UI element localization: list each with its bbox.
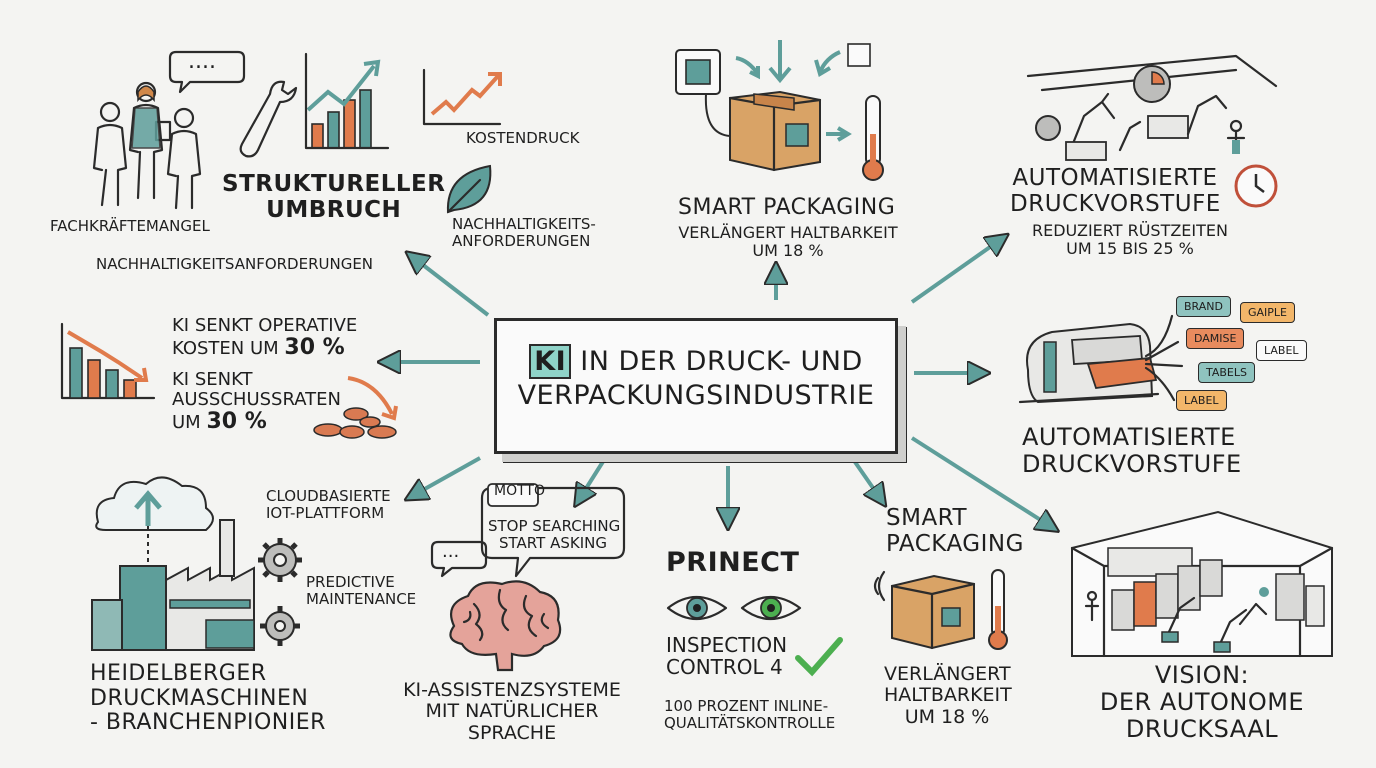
checkmark-icon bbox=[795, 637, 843, 677]
arrow-bottom-left bbox=[414, 456, 481, 495]
label-predictive: Predictive Maintenance bbox=[306, 573, 417, 608]
decline-chart-icon bbox=[60, 322, 156, 400]
tag-arrows bbox=[1144, 314, 1184, 402]
label-auto-top: Automatisierte Druckvorstufe bbox=[1010, 165, 1221, 217]
leaf-icon bbox=[446, 164, 492, 214]
label-smart-top-sub: Verlängert Haltbarkeit um 18 % bbox=[678, 223, 898, 260]
autonomous-hall-illustration bbox=[1070, 510, 1334, 658]
motto-bubble-icon bbox=[480, 483, 626, 578]
tag-label: Label bbox=[1256, 340, 1307, 361]
arrow-down-right bbox=[853, 460, 880, 498]
cloud-factory-illustration bbox=[91, 476, 255, 651]
label-cloudbasierte: Cloudbasierte IoT-Plattform bbox=[266, 487, 391, 522]
speech-bubble-icon bbox=[168, 50, 246, 94]
label-smart-bottom-sub: Verlängert Haltbarkeit um 18 % bbox=[884, 663, 1012, 728]
label-smart-packaging-bottom: Smart Packaging bbox=[886, 505, 1024, 557]
hub-box: KI in der Druck- und Verpackungsindustri… bbox=[494, 318, 898, 454]
label-motto-text: Stop searching start asking bbox=[488, 517, 621, 552]
arrow-top-left bbox=[414, 258, 490, 317]
label-kostendruck: Kostendruck bbox=[466, 129, 580, 147]
label-vision: Vision: der autonome Drucksaal bbox=[1099, 661, 1305, 743]
label-auto-top-sub: Reduziert Rüstzeiten um 15 bis 25 % bbox=[1032, 221, 1228, 258]
smart-box-icon bbox=[873, 569, 1008, 650]
label-ki-senkt-ausschuss: KI senkt Ausschussraten um 30 % bbox=[172, 369, 341, 435]
scrap-pile-icon bbox=[313, 376, 398, 439]
tag-damise: Damise bbox=[1186, 328, 1245, 349]
hub-line2: Verpackungsindustrie bbox=[517, 379, 875, 411]
label-ki-senkt-operative: KI senkt operative Kosten um 30 % bbox=[172, 315, 358, 361]
label-nachhaltigkeits-hyphen: Nachhaltigkeits- anforderungen bbox=[452, 215, 596, 250]
wrench-icon bbox=[239, 80, 298, 158]
label-nachhaltigkeitsanforderungen: Nachhaltigkeitsanforderungen bbox=[96, 255, 374, 273]
label-struktureller-umbruch: Struktureller Umbruch bbox=[222, 171, 446, 223]
arrow-right-up bbox=[910, 240, 1000, 304]
chat-bubble-icon bbox=[430, 540, 488, 578]
label-prinect: Prinect bbox=[666, 547, 800, 578]
tag-brand: Brand bbox=[1176, 296, 1231, 317]
chat-dots: ... bbox=[442, 541, 460, 562]
printer-illustration bbox=[1018, 322, 1160, 404]
smart-box-illustration bbox=[675, 40, 884, 181]
label-heidelberger: Heidelberger Druckmaschinen - Branchenpi… bbox=[90, 661, 326, 736]
label-smart-packaging-top: Smart Packaging bbox=[678, 195, 896, 220]
robot-factory-illustration bbox=[1026, 54, 1278, 161]
tag-gaiple: Gaiple bbox=[1240, 302, 1296, 323]
label-motto: Motto bbox=[494, 483, 545, 499]
arrow-right-down bbox=[910, 436, 1050, 526]
hub-line1: in der Druck- und bbox=[580, 346, 863, 377]
workers-illustration bbox=[92, 81, 202, 210]
label-qualitaet: 100 Prozent Inline- Qualitätskontrolle bbox=[664, 697, 836, 732]
hub-highlight: KI bbox=[529, 344, 572, 379]
hub-title: KI in der Druck- und Verpackungsindustri… bbox=[497, 344, 895, 413]
label-inspection: Inspection Control 4 bbox=[666, 633, 788, 680]
label-fachkraeftemangel: Fachkräftemangel bbox=[50, 217, 210, 235]
label-auto-mid: Automatisierte Druckvorstufe bbox=[1022, 423, 1242, 478]
clock-icon bbox=[1234, 164, 1278, 208]
gear-icon bbox=[258, 538, 302, 646]
label-ki-assistenz: KI-Assistenzsysteme mit natürlicher Spra… bbox=[403, 679, 621, 744]
brain-icon bbox=[449, 580, 562, 672]
tag-tabels: Tabels bbox=[1198, 362, 1255, 383]
tag-label-2: Label bbox=[1176, 390, 1227, 411]
speech-dots-top: .... bbox=[188, 49, 216, 74]
growth-chart-icon bbox=[304, 52, 390, 150]
cost-chart-icon bbox=[422, 68, 502, 126]
arrow-bottom-left-2 bbox=[580, 458, 606, 498]
eyes-icon bbox=[666, 596, 802, 620]
